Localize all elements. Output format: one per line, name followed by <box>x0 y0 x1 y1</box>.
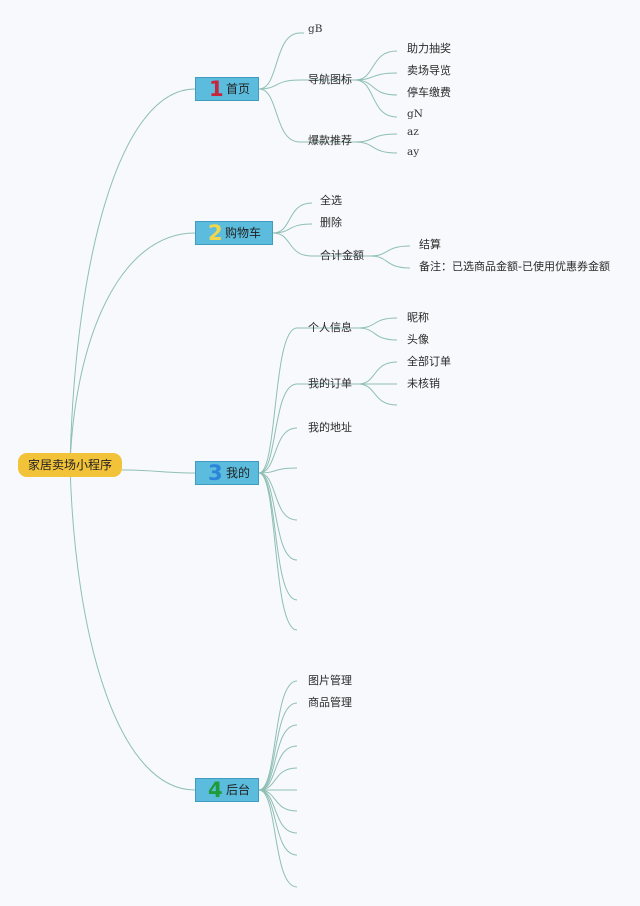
leaf-connector <box>357 317 398 329</box>
branch-node-3[interactable] <box>195 461 259 485</box>
leaf-node[interactable]: 全部订单 <box>407 355 451 368</box>
branch-connector <box>258 680 298 791</box>
leaf-node[interactable]: 合计金额 <box>320 249 364 262</box>
leaf-node[interactable]: 我的地址 <box>308 421 352 434</box>
branch-connector <box>258 472 298 601</box>
leaf-node[interactable]: gN <box>407 108 423 120</box>
leaf-node[interactable]: 昵称 <box>407 311 429 324</box>
leaf-connector <box>354 79 398 96</box>
branch-connector <box>297 327 358 385</box>
branch-connector <box>258 472 298 561</box>
leaf-node[interactable]: 头像 <box>407 333 429 346</box>
root-connector <box>121 469 196 474</box>
branch-connector <box>258 427 298 474</box>
branch-connector <box>258 32 301 90</box>
root-connector <box>69 464 196 791</box>
leaf-node[interactable]: 结算 <box>419 238 441 251</box>
leaf-node[interactable]: 卖场导览 <box>407 64 451 77</box>
root-node-label: 家居卖场小程序 <box>27 458 112 472</box>
branch-connector <box>272 223 313 234</box>
branch-connector <box>258 702 298 791</box>
leaf-node[interactable]: 我的订单 <box>308 377 352 390</box>
branch-connector <box>272 202 313 234</box>
leaf-node[interactable]: az <box>407 126 419 138</box>
leaf-node[interactable]: 删除 <box>320 216 342 229</box>
branch-connector <box>258 79 301 90</box>
leaf-node[interactable]: 停车缴费 <box>407 86 451 99</box>
leaf-connector <box>354 50 398 81</box>
root-node[interactable] <box>18 453 122 477</box>
root-connector <box>69 232 196 466</box>
leaf-node[interactable]: 未核销 <box>407 377 440 390</box>
leaf-node[interactable]: 全选 <box>320 194 342 207</box>
leaf-connector <box>369 245 411 257</box>
branch-connector <box>258 724 298 791</box>
branch-connector <box>258 327 298 474</box>
leaf-node[interactable]: 助力抽奖 <box>407 42 451 55</box>
branch-connector <box>272 232 313 257</box>
branch-connector <box>258 472 298 521</box>
branch-connector <box>258 467 298 474</box>
leaf-node[interactable]: 个人信息 <box>308 321 352 334</box>
branch-number-2: 2 <box>208 221 223 245</box>
branch-node-1[interactable] <box>195 77 259 101</box>
leaf-node[interactable]: 图片管理 <box>308 674 352 687</box>
leaf-node[interactable]: ay <box>407 146 420 158</box>
branch-connector <box>258 789 298 834</box>
leaf-connector <box>357 361 398 385</box>
branch-label-4: 后台 <box>226 783 251 797</box>
leaf-connector <box>354 79 398 118</box>
branch-connector <box>258 767 298 791</box>
leaf-connector <box>357 327 398 341</box>
leaf-connector <box>354 141 398 154</box>
branch-connector <box>258 745 298 791</box>
branch-number-3: 3 <box>208 461 223 485</box>
branch-node-4[interactable] <box>195 778 259 802</box>
leaf-connector <box>354 133 398 143</box>
branch-connector <box>258 789 298 888</box>
branch-connector <box>258 88 301 143</box>
branch-number-4: 4 <box>208 778 223 802</box>
branch-connector <box>300 32 355 143</box>
branch-label-1: 首页 <box>226 82 251 96</box>
leaf-node[interactable]: gB <box>308 23 323 35</box>
branch-node-2[interactable] <box>195 221 273 245</box>
leaf-node[interactable]: 导航图标 <box>308 73 352 86</box>
branch-number-1: 1 <box>209 77 224 101</box>
branch-connector <box>258 383 298 474</box>
leaf-node[interactable]: 商品管理 <box>308 696 352 709</box>
leaf-connector <box>369 255 411 269</box>
leaf-node[interactable]: 爆款推荐 <box>308 134 352 147</box>
branch-connector <box>258 472 298 631</box>
branch-label-2: 购物车 <box>225 226 262 240</box>
branch-label-3: 我的 <box>226 466 251 480</box>
root-connector <box>69 88 196 466</box>
leaf-connector <box>357 383 398 406</box>
leaf-node[interactable]: 备注：已选商品金额-已使用优惠券金额 <box>419 260 610 273</box>
branch-connector <box>258 789 298 856</box>
